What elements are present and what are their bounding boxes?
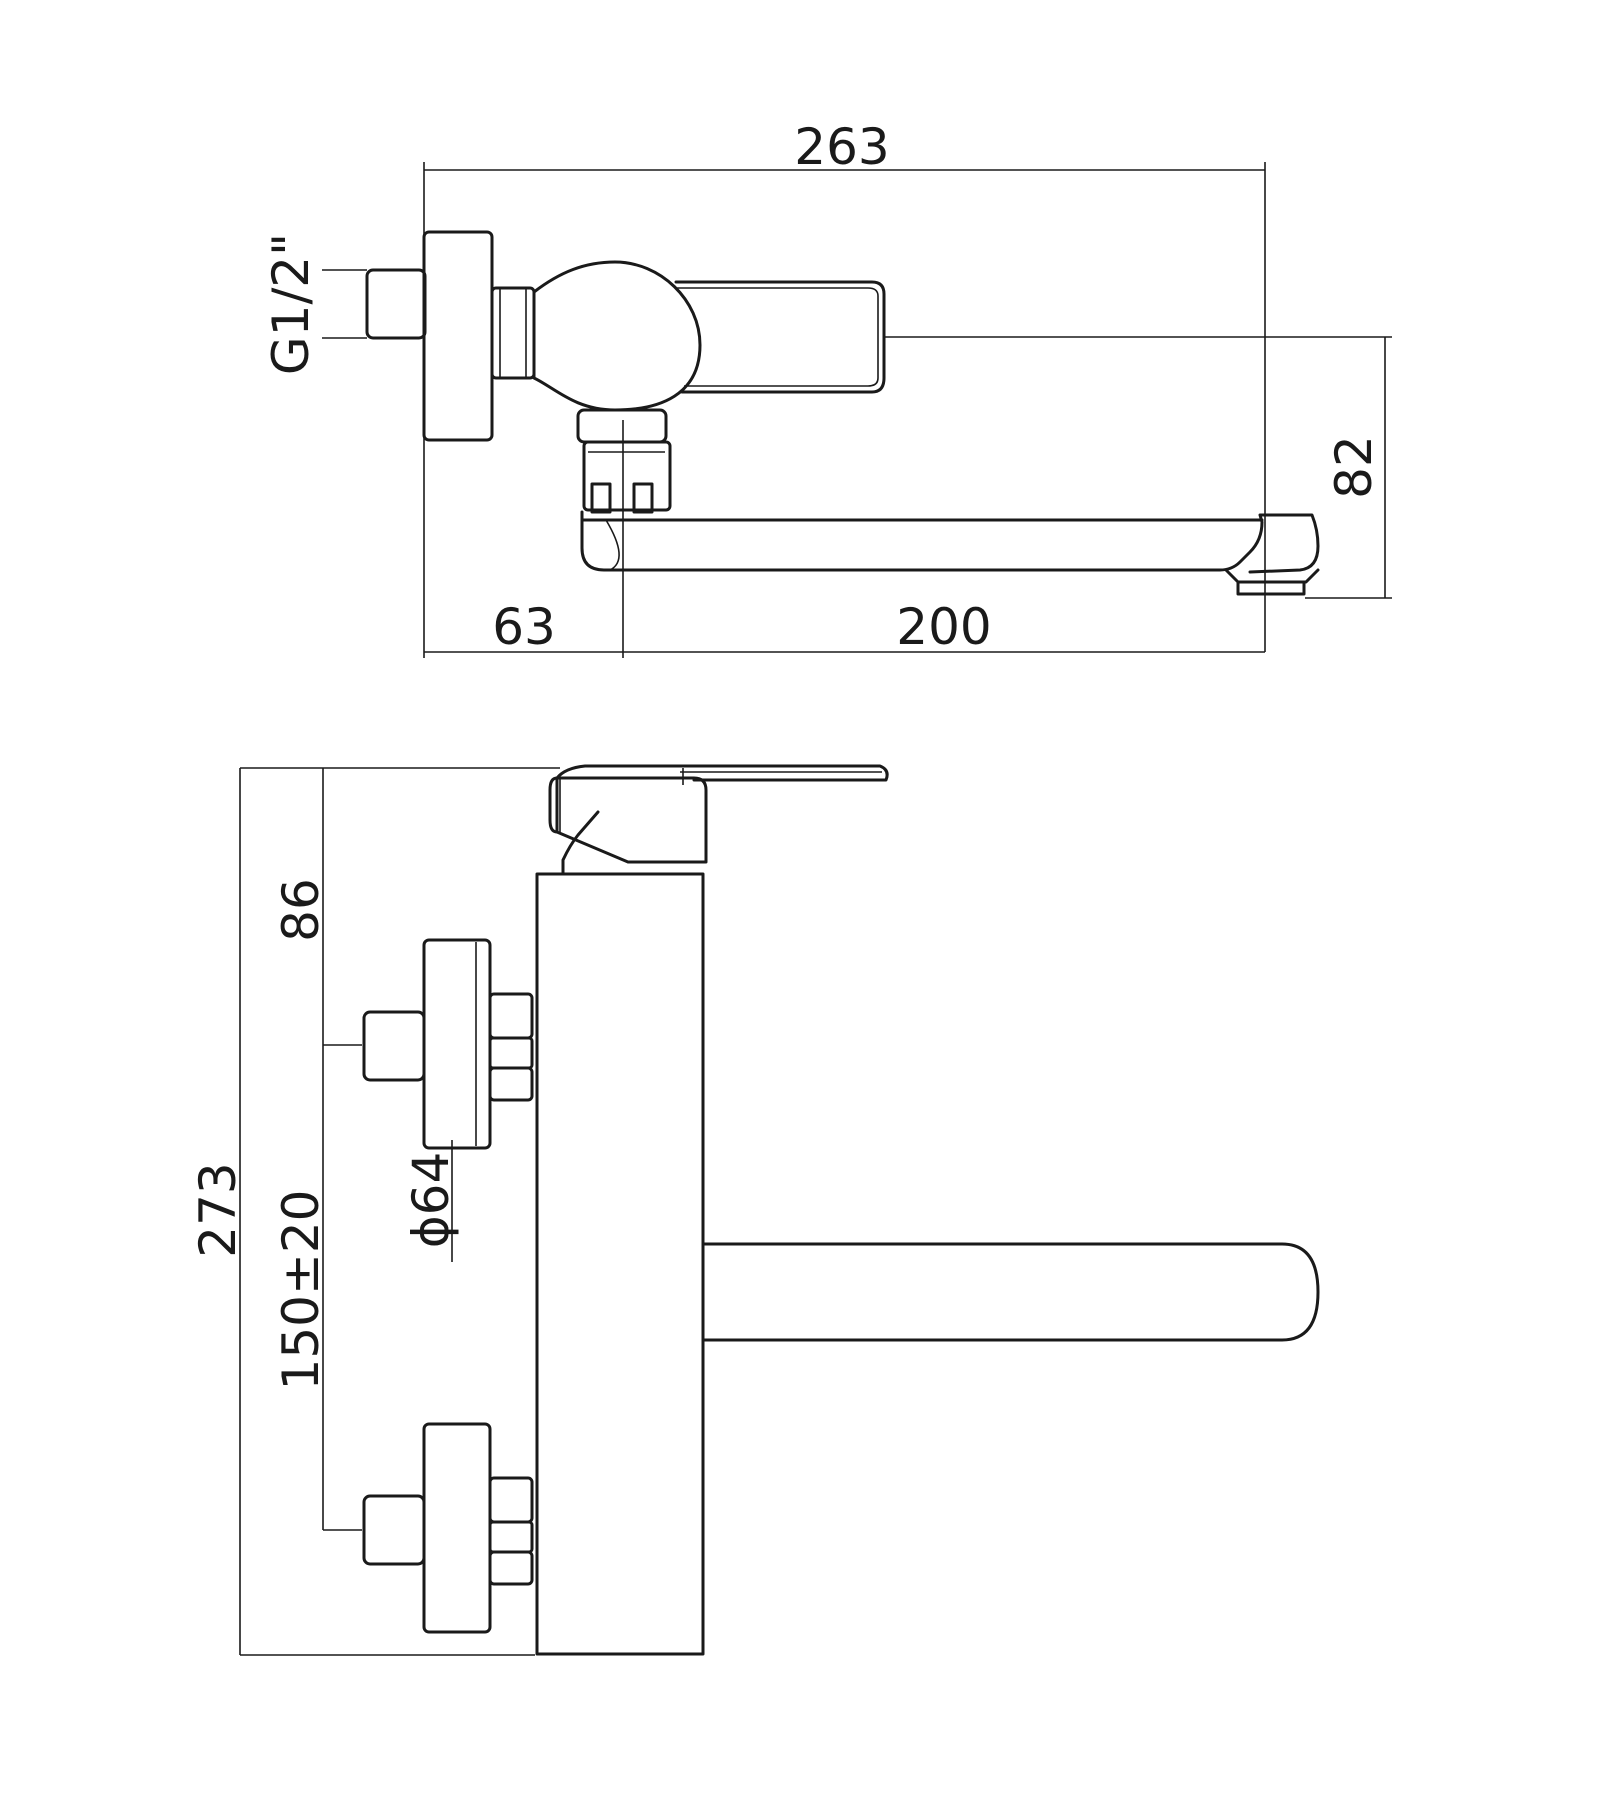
dim-273-label: 273 (189, 1162, 247, 1257)
upper-inlet (362, 938, 534, 1150)
dim-263-label: 263 (794, 118, 889, 176)
spout-side (701, 1242, 1320, 1342)
eccentric-nut (490, 286, 536, 380)
lever-head-side (548, 764, 889, 876)
dim-height-82: 82 (884, 336, 1392, 599)
lever-handle (674, 280, 886, 394)
dim-phi64-label: ϕ64 (402, 1152, 460, 1249)
dim-86-label: 86 (272, 878, 330, 942)
dim-150-label: 150±20 (272, 1190, 330, 1391)
lower-inlet (362, 1422, 534, 1634)
side-view: 273 86 150±20 ϕ64 (189, 764, 1320, 1656)
mixer-body-side (535, 872, 705, 1656)
dim-overall-height: 273 (189, 767, 560, 1656)
dim-82-label: 82 (1325, 435, 1383, 499)
dim-bottom-row: 63 200 (424, 598, 1265, 656)
dim-escutcheon-dia: ϕ64 (402, 1140, 460, 1262)
wall-escutcheon (422, 230, 494, 442)
spout-nut (576, 408, 672, 658)
lever-blade-side (555, 764, 889, 782)
spout-plan (580, 510, 1320, 574)
dim-inlet-spacing: 86 150±20 (272, 768, 362, 1531)
dim-63-label: 63 (492, 598, 556, 656)
dim-200-label: 200 (896, 598, 991, 656)
inlet-connector: G1/2" (262, 233, 427, 375)
top-view: 263 G1/2" 82 (262, 118, 1392, 658)
thread-size-label: G1/2" (262, 233, 320, 375)
mixer-body (532, 260, 702, 412)
